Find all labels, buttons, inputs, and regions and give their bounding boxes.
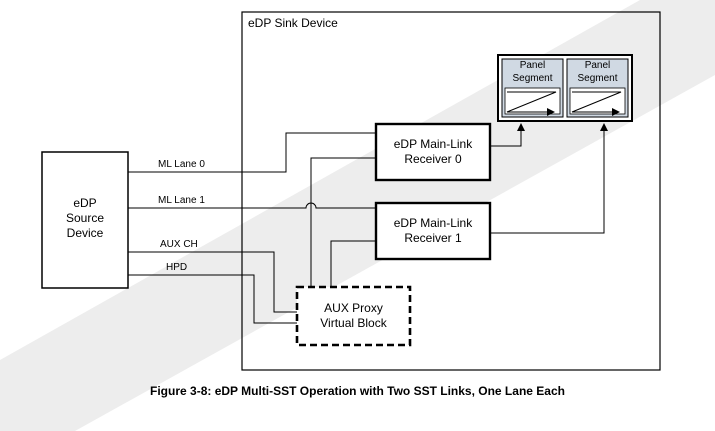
aux-to-receiver-1-line — [330, 240, 376, 287]
aux-proxy-line-2: Virtual Block — [320, 316, 387, 330]
ml-lane-1-label: ML Lane 1 — [158, 195, 205, 206]
receiver-1-box — [374, 201, 492, 261]
aux-proxy-line-1: AUX Proxy — [324, 301, 383, 315]
receiver-1-line-2: Receiver 1 — [404, 231, 462, 245]
hpd-line — [128, 274, 297, 324]
ml-lane-0-label: ML Lane 0 — [158, 159, 205, 170]
panel-segment-1-line-2: Segment — [512, 73, 553, 84]
source-device-label: eDP Source Device — [42, 196, 128, 241]
sink-device-box — [241, 11, 661, 371]
source-line-2: Source — [65, 211, 105, 225]
panel-segment-2-line-2: Segment — [577, 73, 618, 84]
figure-caption: Figure 3-8: eDP Multi-SST Operation with… — [150, 384, 565, 398]
receiver-1-line-1: eDP Main-Link — [393, 216, 473, 230]
receiver-0-label: eDP Main-Link Receiver 0 — [376, 137, 490, 167]
aux-proxy-box — [295, 285, 412, 347]
source-line-3: Device — [66, 226, 104, 240]
panel-segment-1-line-1: Panel — [519, 60, 546, 71]
receiver-1-to-panel-arrow — [490, 123, 608, 234]
source-device-box — [41, 151, 129, 289]
scan-arrow-1 — [506, 91, 557, 116]
aux-ch-line — [128, 251, 297, 313]
source-line-1: eDP — [73, 196, 97, 210]
panel-segment-2-line-1: Panel — [584, 60, 611, 71]
ml-lane-0-line — [128, 132, 376, 173]
aux-proxy-label: AUX Proxy Virtual Block — [297, 301, 410, 331]
receiver-0-box — [374, 122, 492, 182]
receiver-0-line-2: Receiver 0 — [404, 152, 462, 166]
panel-segment-1-label: Panel Segment — [502, 59, 563, 85]
aux-ch-label: AUX CH — [160, 239, 198, 250]
hpd-label: HPD — [166, 262, 188, 273]
receiver-0-to-panel-arrow — [490, 123, 525, 147]
aux-to-receiver-0-line — [310, 157, 376, 287]
scan-arrow-2 — [571, 91, 622, 116]
panel-segment-2-label: Panel Segment — [567, 59, 628, 85]
receiver-0-line-1: eDP Main-Link — [393, 137, 473, 151]
sink-device-title: eDP Sink Device — [248, 16, 338, 30]
receiver-1-label: eDP Main-Link Receiver 1 — [376, 216, 490, 246]
